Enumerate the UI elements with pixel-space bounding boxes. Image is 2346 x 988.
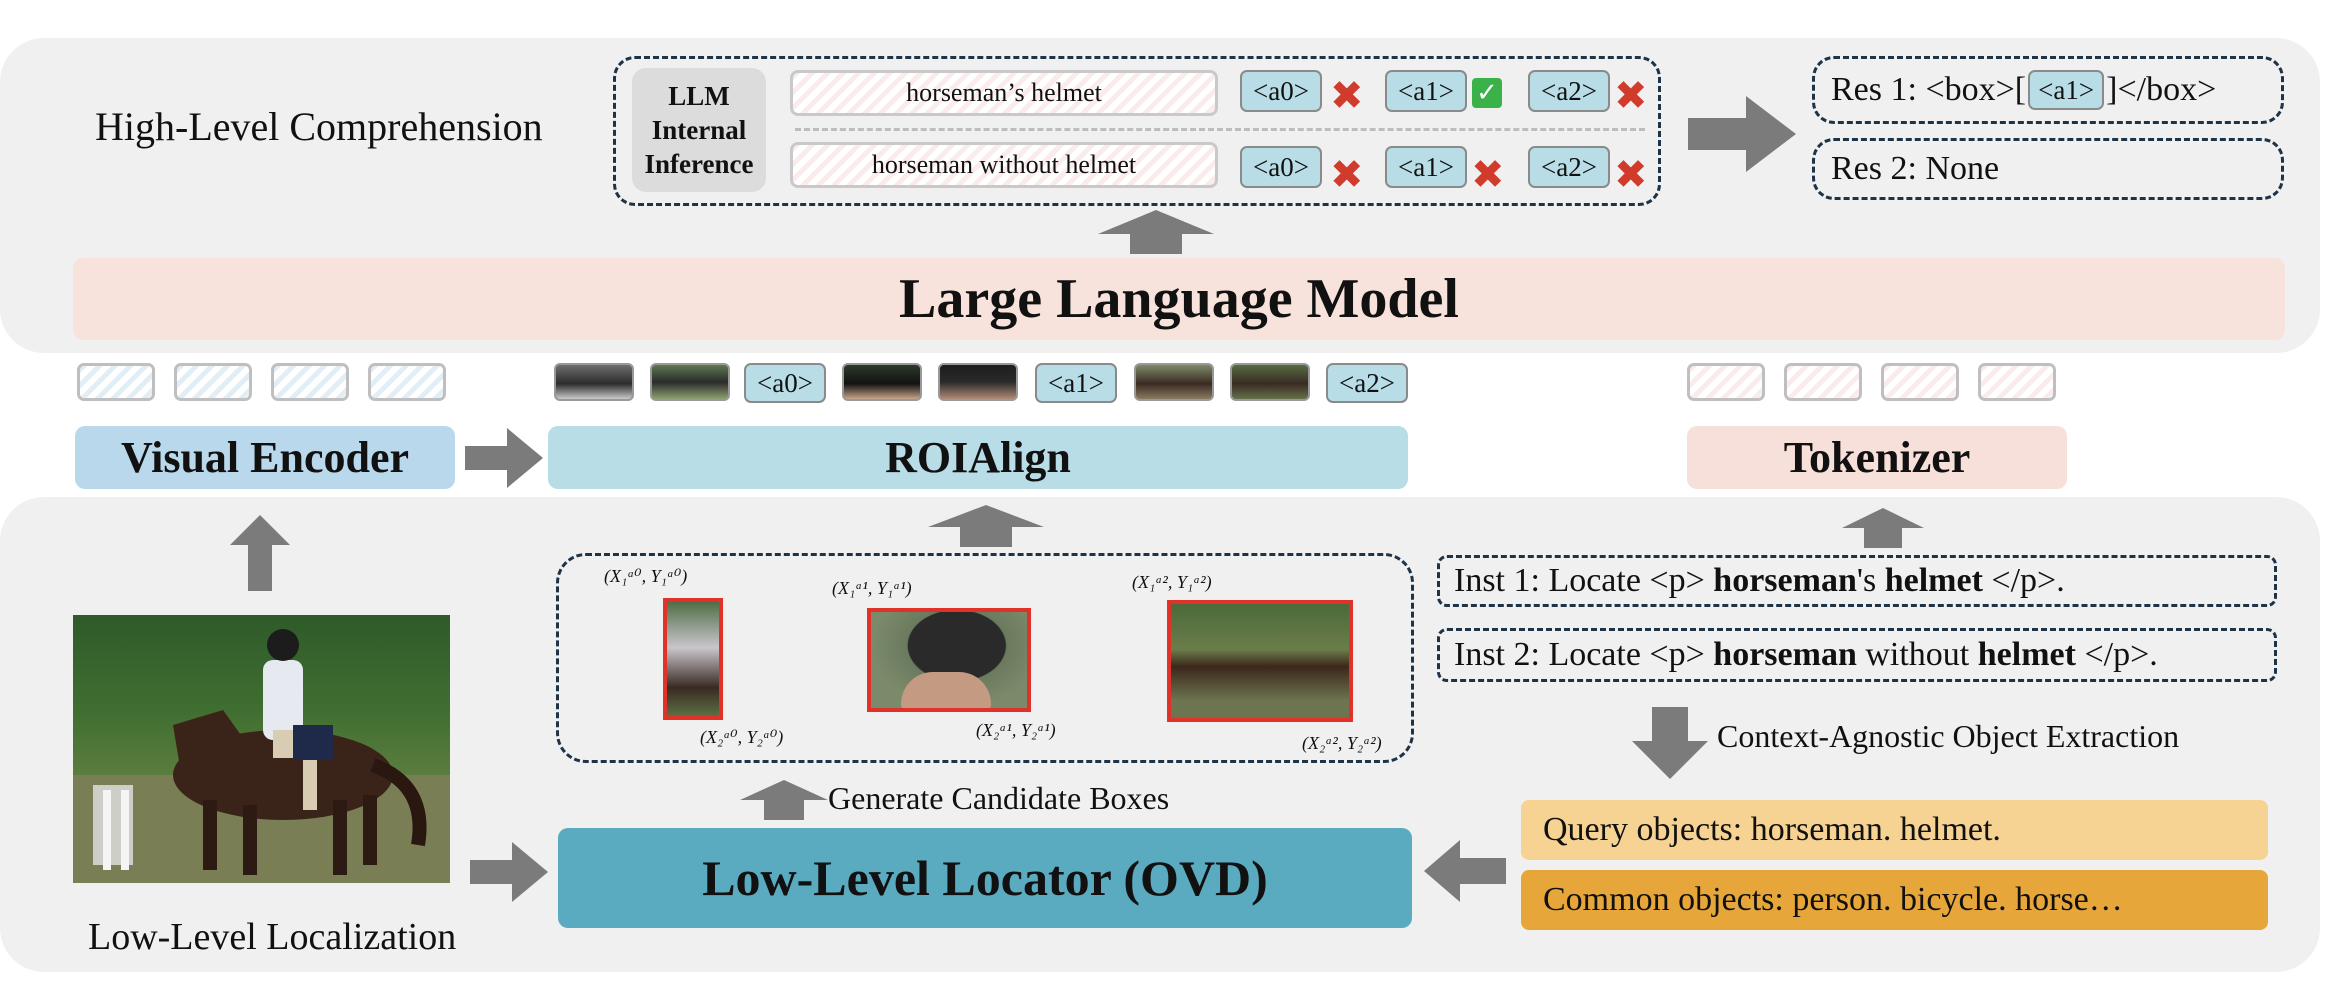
text-token — [1881, 363, 1959, 401]
cross-icon: ✖ — [1614, 73, 1648, 119]
result-1-anchor: <a1> — [2028, 70, 2105, 110]
llm-internal-inference-label: LLM Internal Inference — [632, 68, 766, 192]
row1-anchor-a1: <a1> — [1385, 70, 1467, 112]
roi-thumbnail — [1230, 363, 1310, 401]
common-objects-bar: Common objects: person. bicycle. horse… — [1521, 870, 2268, 930]
query-objects-bar: Query objects: horseman. helmet. — [1521, 800, 2268, 860]
arrow-up-icon — [1842, 508, 1924, 548]
cross-icon: ✖ — [1330, 73, 1364, 119]
query-2-box: horseman without helmet — [790, 142, 1218, 188]
row2-anchor-a0: <a0> — [1240, 146, 1322, 188]
visual-token — [77, 363, 155, 401]
face-shape — [901, 672, 991, 708]
low-level-localization-label: Low-Level Localization — [88, 916, 457, 958]
candidate-crop-a0 — [663, 598, 723, 720]
arrow-right-icon — [470, 842, 548, 902]
result-1-box: Res 1: <box>[ <a1> ]</box> — [1812, 56, 2284, 124]
arrow-up-icon — [928, 505, 1044, 547]
candidate-crop-a1 — [867, 608, 1031, 712]
visual-token — [368, 363, 446, 401]
tokenizer-bar: Tokenizer — [1687, 426, 2067, 489]
row1-anchor-a2: <a2> — [1528, 70, 1610, 112]
text-token — [1687, 363, 1765, 401]
context-agnostic-extraction-label: Context-Agnostic Object Extraction — [1717, 718, 2180, 754]
anchor-token-a0: <a0> — [744, 363, 826, 403]
check-icon: ✓ — [1472, 78, 1502, 108]
arrow-right-icon — [1688, 96, 1796, 172]
inference-divider — [795, 128, 1645, 131]
arrow-right-icon — [465, 428, 543, 488]
row1-anchor-a0: <a0> — [1240, 70, 1322, 112]
row2-anchor-a2: <a2> — [1528, 146, 1610, 188]
visual-token — [271, 363, 349, 401]
text-token — [1784, 363, 1862, 401]
inference-box — [613, 56, 1661, 206]
coord-a1-top: (X₁ᵃ¹, Y₁ᵃ¹) — [832, 578, 912, 598]
arrow-down-icon — [1632, 707, 1708, 779]
roi-thumbnail — [938, 363, 1018, 401]
horse-rider-photo — [73, 629, 450, 883]
coord-a1-bottom: (X₂ᵃ¹, Y₂ᵃ¹) — [976, 720, 1056, 740]
arrow-up-icon — [230, 515, 290, 591]
cross-icon: ✖ — [1471, 152, 1505, 198]
text-token — [1978, 363, 2056, 401]
roialign-bar: ROIAlign — [548, 426, 1408, 489]
cross-icon: ✖ — [1614, 152, 1648, 198]
roi-thumbnail — [842, 363, 922, 401]
roi-thumbnail — [554, 363, 634, 401]
query-1-box: horseman’s helmet — [790, 70, 1218, 116]
visual-encoder-bar: Visual Encoder — [75, 426, 455, 489]
low-level-locator-bar: Low-Level Locator (OVD) — [558, 828, 1412, 928]
generate-candidate-boxes-label: Generate Candidate Boxes — [828, 780, 1170, 816]
roi-thumbnail — [1134, 363, 1214, 401]
result-1-suffix: ]</box> — [2106, 71, 2217, 108]
cross-icon: ✖ — [1330, 152, 1364, 198]
result-2-box: Res 2: None — [1812, 138, 2284, 200]
high-level-comprehension-label: High-Level Comprehension — [95, 104, 543, 149]
candidate-boxes-box — [556, 553, 1414, 763]
coord-a2-top: (X₁ᵃ², Y₁ᵃ²) — [1132, 572, 1212, 592]
anchor-token-a2: <a2> — [1326, 363, 1408, 403]
result-1-prefix: Res 1: <box>[ — [1831, 71, 2027, 108]
result-2-text: Res 2: None — [1831, 150, 2000, 187]
visual-token — [174, 363, 252, 401]
row2-anchor-a1: <a1> — [1385, 146, 1467, 188]
instruction-2: Inst 2: Locate <p> horseman without helm… — [1437, 628, 2277, 682]
roi-thumbnail — [650, 363, 730, 401]
input-image — [73, 615, 450, 883]
instruction-1: Inst 1: Locate <p> horseman's helmet </p… — [1437, 555, 2277, 607]
arrow-left-icon — [1424, 840, 1506, 902]
arrow-up-icon — [1098, 210, 1214, 254]
candidate-crop-a2 — [1167, 600, 1353, 722]
large-language-model-bar: Large Language Model — [73, 258, 2285, 340]
coord-a0-top: (X₁ᵃ⁰, Y₁ᵃ⁰) — [604, 566, 688, 586]
arrow-up-icon — [740, 780, 828, 820]
anchor-token-a1: <a1> — [1035, 363, 1117, 403]
coord-a2-bottom: (X₂ᵃ², Y₂ᵃ²) — [1302, 733, 1382, 753]
coord-a0-bottom: (X₂ᵃ⁰, Y₂ᵃ⁰) — [700, 727, 784, 747]
